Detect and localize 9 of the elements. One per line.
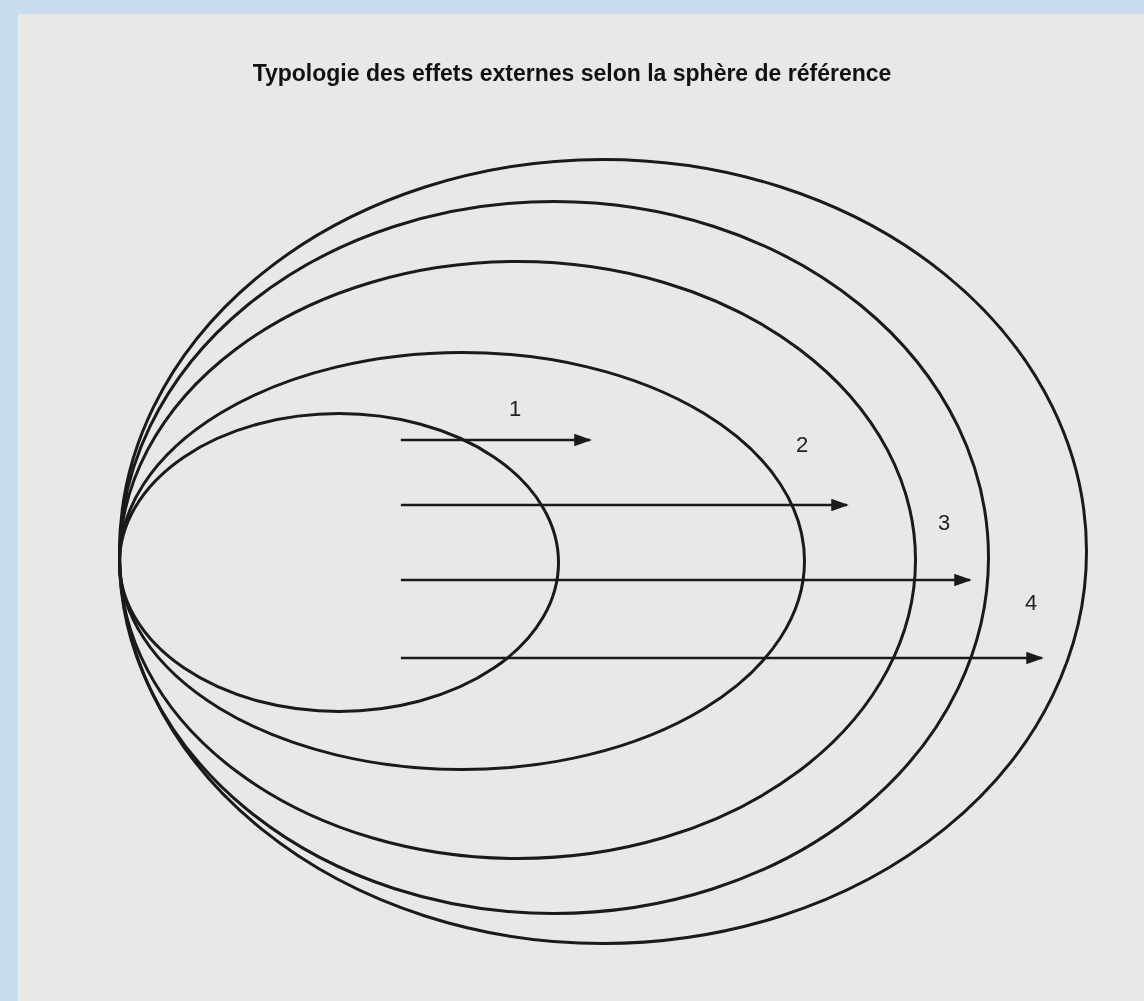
sphere-number: 4 [1025, 592, 1038, 614]
arrow [400, 433, 592, 447]
sphere-number: 3 [938, 512, 951, 534]
diagram-title: Typologie des effets externes selon la sphère de référence [251, 60, 893, 87]
arrow [400, 573, 972, 587]
arrow [400, 498, 849, 512]
sphere-number: 2 [796, 434, 809, 456]
sphere-number: 1 [509, 398, 522, 420]
arrow [400, 651, 1044, 665]
